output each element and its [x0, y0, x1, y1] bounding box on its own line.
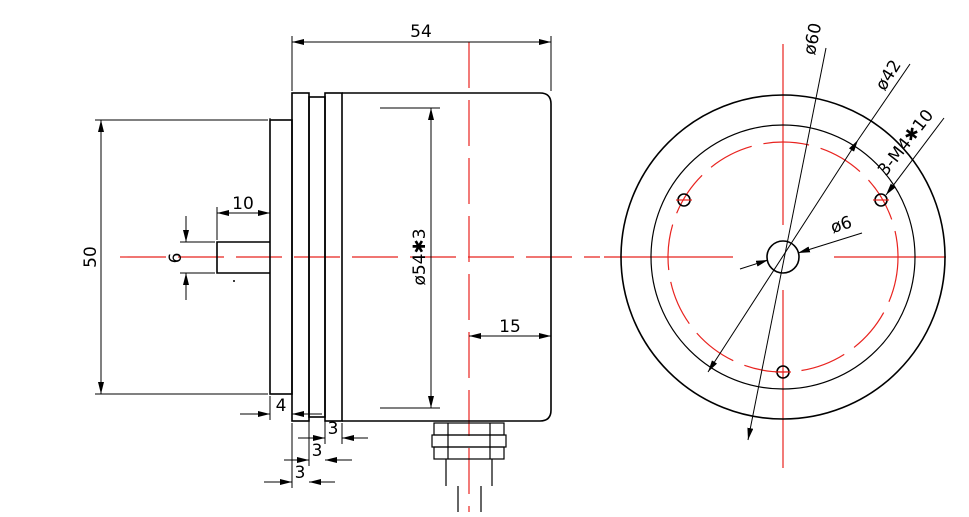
- dim-step-3: 3: [295, 463, 306, 483]
- dim-step-2: 3: [312, 441, 323, 461]
- cable-gland: [431, 422, 507, 512]
- shaft-mark: [233, 280, 235, 282]
- bore-hole: [766, 240, 800, 274]
- encoder-body: [342, 92, 552, 422]
- dim-shaft-length: 10: [232, 194, 254, 214]
- dim-bore-diameter: ø6: [828, 212, 854, 238]
- dim-step-1: 3: [328, 419, 339, 439]
- dim-centerline-offset: 15: [499, 317, 521, 337]
- front-view: ø60 ø42 3-M4✱10 ø6: [604, 21, 946, 468]
- side-view: 54 50 10 6 ø54✱3 15 4: [81, 22, 600, 512]
- dim-shaft-diameter: 6: [166, 253, 186, 264]
- dim-body-diameter: ø54✱3: [410, 228, 430, 285]
- body-ring: [324, 92, 343, 422]
- dim-outer-diameter: ø60: [800, 21, 826, 57]
- dim-total-length: 54: [410, 22, 432, 42]
- dim-flange-thickness: 4: [276, 396, 287, 416]
- dim-bolt-circle: ø42: [872, 56, 906, 94]
- dim-height: 50: [81, 246, 101, 268]
- outer-housing-circle: [620, 94, 946, 420]
- face-circle: [650, 124, 916, 390]
